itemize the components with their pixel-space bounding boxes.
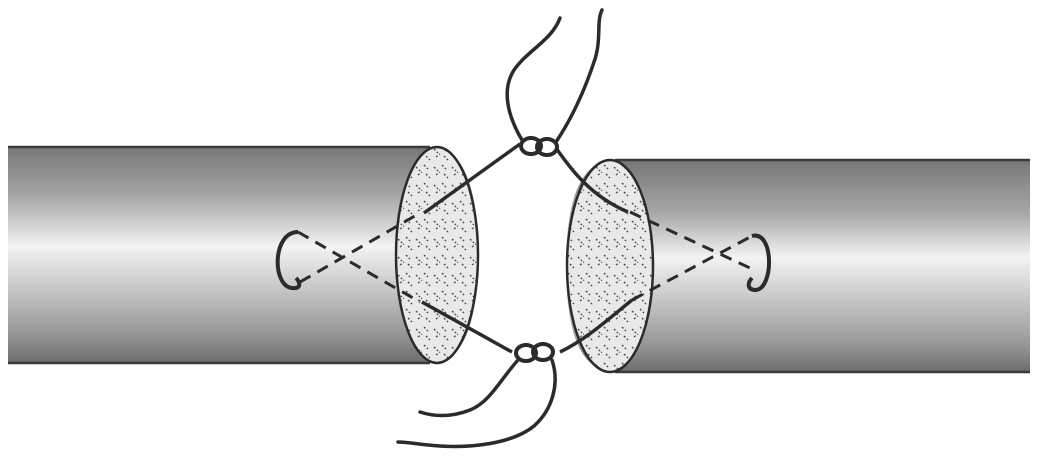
upper-thread-ends — [507, 10, 602, 142]
upper-knot — [521, 138, 557, 155]
lower-knot — [516, 344, 553, 361]
left-cut-face — [396, 147, 478, 363]
lower-thread-ends — [398, 360, 555, 446]
